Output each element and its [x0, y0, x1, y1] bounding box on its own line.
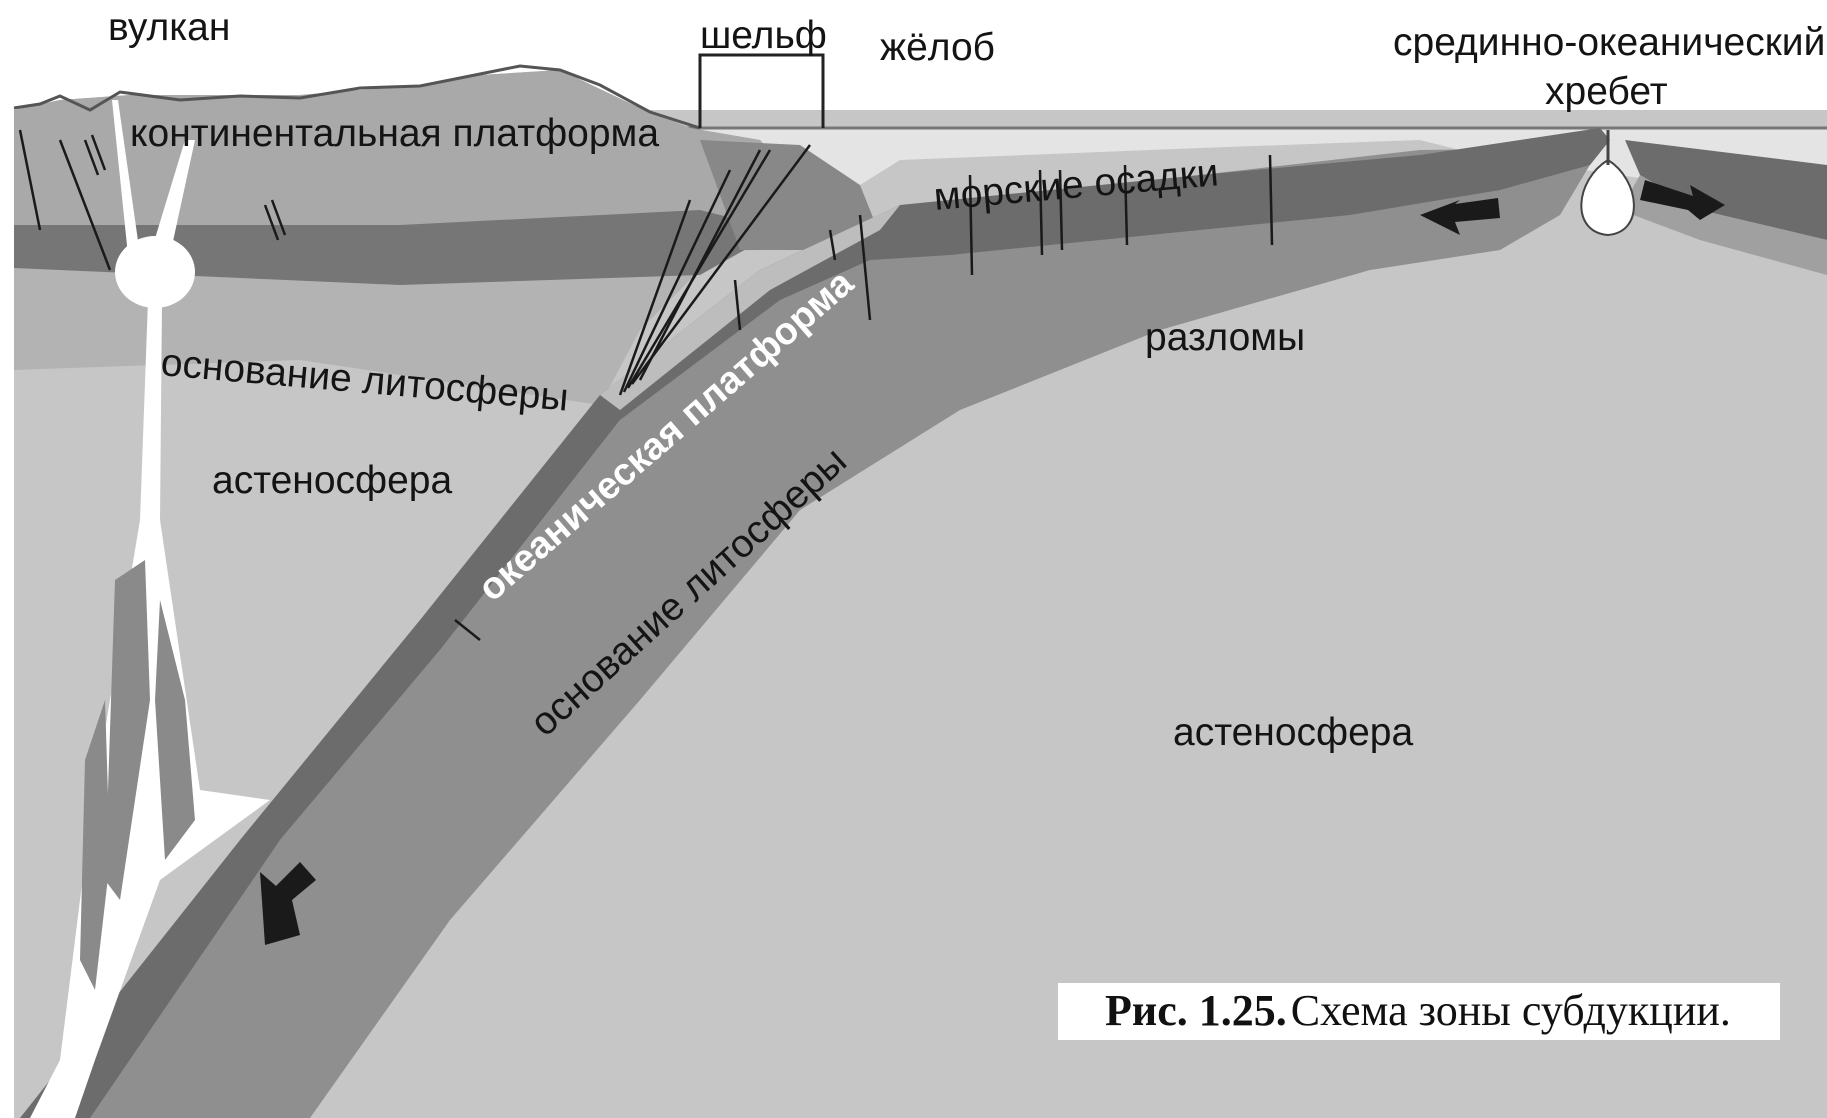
figure-caption: Рис. 1.25. Схема зоны субдукции. [1058, 983, 1780, 1040]
caption-text: Рис. 1.25. Схема зоны субдукции. [1105, 986, 1731, 1035]
label-trench: жёлоб [880, 26, 995, 69]
label-asthenosphere-right: астеносфера [1173, 711, 1413, 754]
label-continental-platform: континентальная платформа [130, 112, 659, 155]
label-ridge-line1: срединно-океанический [1393, 21, 1825, 64]
label-ridge-line2: хребет [1545, 70, 1668, 113]
label-asthenosphere-left: астеносфера [212, 459, 452, 502]
label-volcano: вулкан [108, 6, 230, 49]
label-faults: разломы [1145, 316, 1305, 359]
caption-number: Рис. 1.25. [1105, 986, 1287, 1035]
caption-title: Схема зоны субдукции. [1291, 986, 1731, 1035]
label-shelf: шельф [700, 14, 827, 57]
